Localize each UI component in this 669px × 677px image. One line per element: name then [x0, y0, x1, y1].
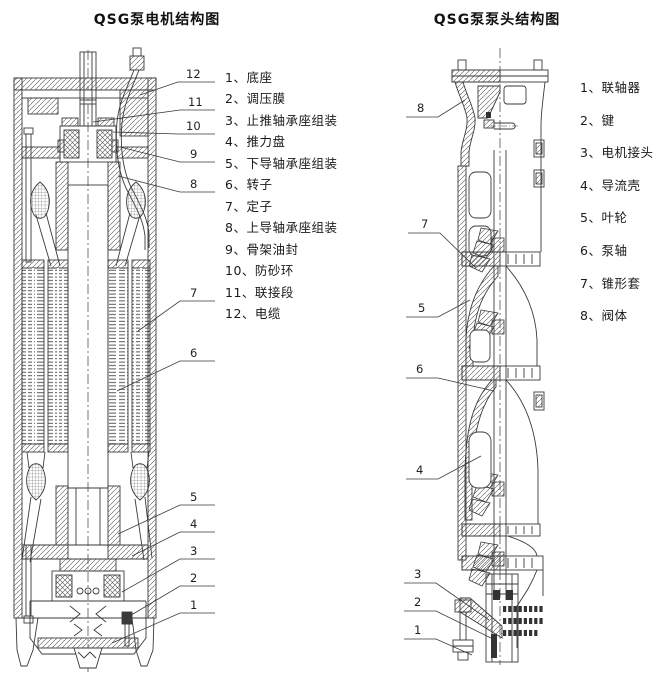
motor-part-1: 1、底座 — [225, 70, 273, 85]
motor-callout-5: 5 — [190, 490, 197, 504]
motor-callout-4: 4 — [190, 517, 197, 531]
motor-callout-6: 6 — [190, 346, 197, 360]
motor-part-6: 6、转子 — [225, 177, 273, 193]
pump-leader-lines — [404, 99, 496, 656]
upper-bearing-assembly — [55, 117, 121, 251]
pump-parts-list: 1、联轴器 2、键 3、电机接头 4、导流壳 5、叶轮 6、泵轴 7、锥形套 8… — [580, 72, 653, 333]
pump-part-1: 1、联轴器 — [580, 80, 641, 95]
motor-callout-numbers: 12 11 10 9 8 7 6 5 4 3 2 1 — [186, 67, 203, 612]
right-diagram-title: QSG泵泵头结构图 — [433, 12, 561, 28]
pump-part-6: 6、泵轴 — [580, 242, 628, 258]
pump-part-5: 5、叶轮 — [580, 210, 628, 226]
motor-part-8: 8、上导轴承座组装 — [225, 220, 338, 236]
pump-callout-3: 3 — [414, 567, 421, 581]
pump-callout-8: 8 — [417, 101, 424, 115]
stator-rotor-core — [21, 259, 151, 453]
strainer-holes — [503, 606, 543, 636]
pump-diagram — [404, 48, 549, 665]
motor-part-3: 3、止推轴承座组装 — [225, 112, 338, 128]
lower-bearing-assembly — [21, 485, 149, 560]
thrust-assembly — [51, 558, 125, 602]
motor-part-9: 9、骨架油封 — [225, 241, 299, 257]
pump-part-8: 8、阀体 — [580, 308, 628, 324]
left-diagram-title: QSG泵电机结构图 — [93, 12, 221, 28]
pump-part-4: 4、导流壳 — [580, 177, 641, 193]
motor-part-7: 7、定子 — [225, 198, 273, 214]
motor-leader-lines — [92, 81, 215, 644]
pump-part-7: 7、锥形套 — [580, 275, 641, 291]
motor-callout-1: 1 — [190, 598, 197, 612]
stage-joints — [461, 251, 544, 571]
motor-diagram — [13, 47, 215, 672]
pump-callout-2: 2 — [414, 595, 421, 609]
motor-base — [29, 600, 147, 669]
pump-callout-4: 4 — [416, 463, 423, 477]
pump-callout-6: 6 — [416, 362, 423, 376]
motor-casing — [13, 77, 157, 667]
motor-parts-list: 1、底座 2、调压膜 3、止推轴承座组装 4、推力盘 5、下导轴承座组装 6、转… — [225, 67, 337, 324]
motor-callout-11: 11 — [188, 95, 203, 109]
motor-callout-12: 12 — [186, 67, 201, 81]
motor-part-11: 11、联接段 — [225, 284, 294, 300]
pump-callout-numbers: 8 7 5 6 4 3 2 1 — [414, 101, 428, 637]
motor-part-10: 10、防砂环 — [225, 263, 294, 279]
pump-part-2: 2、键 — [580, 112, 615, 128]
upper-windings — [30, 181, 146, 267]
motor-callout-9: 9 — [190, 147, 197, 161]
motor-part-4: 4、推力盘 — [225, 134, 286, 150]
pump-callout-1: 1 — [414, 623, 421, 637]
pump-callout-7: 7 — [421, 217, 428, 231]
motor-part-5: 5、下导轴承座组装 — [225, 155, 338, 171]
pressure-diaphragm — [69, 605, 107, 637]
upper-shaft — [79, 51, 97, 127]
pump-part-3: 3、电机接头 — [580, 145, 654, 161]
valve-body — [451, 59, 549, 252]
motor-callout-2: 2 — [190, 571, 197, 585]
flange-bolts — [533, 139, 545, 411]
bowl-exteriors — [505, 265, 539, 648]
diffuser-shells — [464, 265, 499, 521]
motor-callout-10: 10 — [186, 119, 201, 133]
motor-part-12: 12、电缆 — [225, 305, 281, 321]
motor-callout-3: 3 — [190, 544, 197, 558]
motor-callout-8: 8 — [190, 177, 197, 191]
motor-part-2: 2、调压膜 — [225, 91, 286, 107]
motor-callout-7: 7 — [190, 286, 197, 300]
bottom-assembly — [452, 570, 544, 663]
motor-foot-left — [15, 617, 39, 667]
pump-callout-5: 5 — [418, 301, 425, 315]
